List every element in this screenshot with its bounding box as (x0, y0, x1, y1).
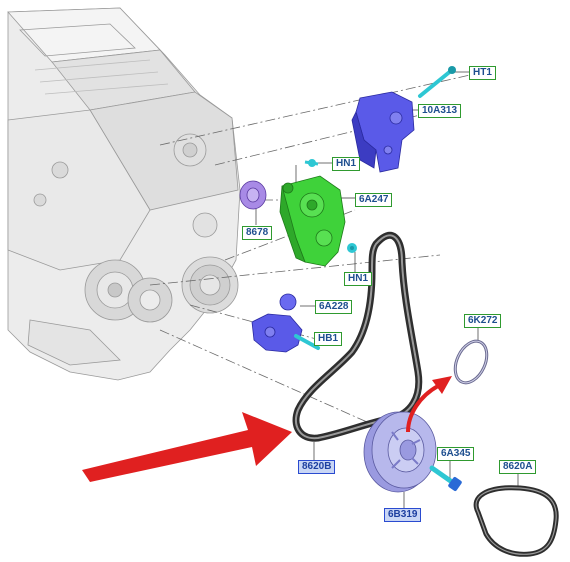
label-6a345: 6A345 (437, 447, 475, 461)
engine-block (7, 7, 241, 381)
label-ht1: HT1 (469, 66, 496, 80)
bolt-hn1-bottom (347, 243, 357, 253)
label-8678: 8678 (242, 226, 273, 240)
belt-8620b (292, 231, 423, 442)
label-6b319: 6B319 (384, 508, 422, 522)
crankshaft-damper-6b319 (363, 411, 437, 493)
seal-ring-6k272 (453, 339, 489, 385)
label-hb1: HB1 (314, 332, 343, 346)
bracket-10a313 (351, 91, 415, 173)
label-hn1-top: HN1 (332, 157, 361, 171)
label-6a228: 6A228 (315, 300, 353, 314)
bolt-ht1 (418, 66, 456, 98)
belt-8620a (473, 485, 559, 557)
bracket-6a228 (251, 293, 303, 353)
red-arrow-icon (82, 412, 292, 482)
curved-red-arrow-icon (406, 376, 452, 433)
label-6a247: 6A247 (355, 193, 393, 207)
label-8620b: 8620B (298, 460, 336, 474)
label-hn1-bottom: HN1 (344, 272, 373, 286)
pulley-8678 (239, 180, 267, 210)
label-6k272: 6K272 (464, 314, 502, 328)
label-10a313: 10A313 (418, 104, 462, 118)
bolt-hb1 (294, 334, 320, 350)
callout-leaders (255, 71, 519, 508)
bolt-hn1-top (304, 159, 319, 167)
bolt-6a345 (429, 465, 462, 491)
tensioner-6a247 (279, 175, 346, 267)
label-8620a: 8620A (499, 460, 537, 474)
